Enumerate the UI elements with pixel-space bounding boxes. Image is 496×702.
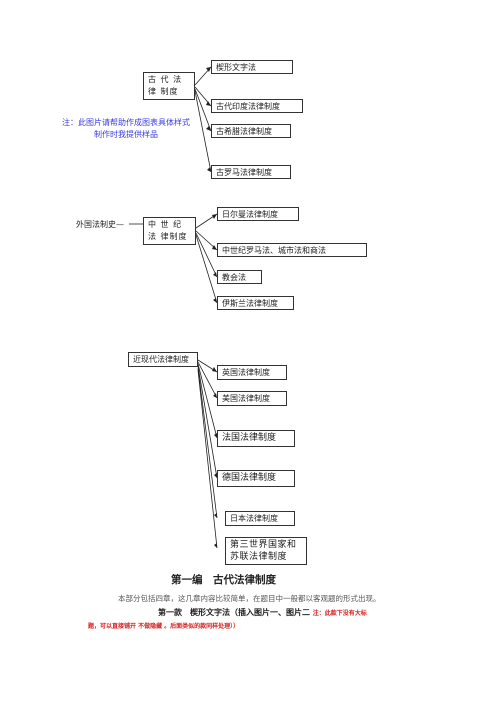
- connector-line: [197, 367, 218, 519]
- node-modern-law: 近现代法律制度: [128, 352, 198, 367]
- arrow-head: [213, 298, 217, 303]
- node-german-law: 德国法律制度: [217, 470, 295, 487]
- arrow-head: [214, 513, 217, 518]
- arrow-head: [206, 126, 211, 131]
- section-title-text: 第一款 楔形文字法（插入图片一、图片二: [158, 608, 310, 617]
- arrow-head: [213, 272, 217, 277]
- node-japanese-law: 日本法律制度: [225, 511, 295, 526]
- arrow-head: [214, 473, 217, 478]
- section-title-note: 注：此款下没有大标: [312, 610, 367, 617]
- root-foreign-legal-history: 外国法制史—: [76, 220, 124, 229]
- arrow-head: [207, 167, 211, 172]
- arrow-head: [214, 543, 217, 548]
- arrow-head: [206, 67, 211, 72]
- diagram-note: 注：此图片请帮助作成图表具体样式制作时我提供样品: [62, 118, 190, 139]
- node-ancient-rome-law: 古罗马法律制度: [211, 165, 291, 179]
- node-american-law: 美国法律制度: [217, 391, 287, 406]
- node-french-law: 法国法律制度: [217, 430, 295, 447]
- connector-line: [195, 232, 218, 278]
- node-cuneiform-law: 楔形文字法: [211, 60, 293, 74]
- connector-line: [194, 88, 212, 132]
- section-title: 第一款 楔形文字法（插入图片一、图片二 注：此款下没有大标: [158, 607, 367, 618]
- node-islamic-law: 伊斯兰法律制度: [217, 296, 294, 310]
- node-canon-law: 教会法: [217, 270, 262, 284]
- node-germanic-law: 日尔曼法律制度: [217, 207, 299, 221]
- arrow-head: [214, 433, 217, 438]
- node-third-world-soviet-law: 第三世界国家和苏联法律制度: [225, 537, 307, 565]
- node-ancient-india-law: 古代印度法律制度: [211, 99, 303, 113]
- arrow-head: [212, 214, 217, 219]
- node-english-law: 英国法律制度: [217, 365, 287, 380]
- connector-line: [194, 90, 212, 173]
- connector-line: [197, 365, 218, 479]
- connector-line: [197, 369, 218, 549]
- node-medieval-law: 中 世 纪 法 律制度: [143, 217, 196, 245]
- arrow-head: [206, 101, 211, 106]
- connector-line: [197, 363, 218, 439]
- arrow-head: [212, 367, 217, 372]
- section-title-line2: 题，可以直接铺开 不做隐藏 。后面类似的款同样处理））: [88, 623, 240, 630]
- node-ancient-greece-law: 古希腊法律制度: [211, 124, 291, 138]
- chapter-title: 第一编 古代法律制度: [171, 574, 276, 586]
- arrow-head: [213, 393, 217, 398]
- connector-line: [197, 361, 218, 399]
- connector-line: [195, 234, 218, 304]
- node-ancient-law: 古 代 法 律 制度: [143, 72, 195, 100]
- node-medieval-roman-city-merchant-law: 中世纪罗马法、城市法和商法: [217, 243, 367, 257]
- arrow-head: [212, 245, 217, 250]
- intro-paragraph: 本部分包括四章，这几章内容比较简单，在题目中一般都以客观题的形式出现。: [118, 594, 381, 603]
